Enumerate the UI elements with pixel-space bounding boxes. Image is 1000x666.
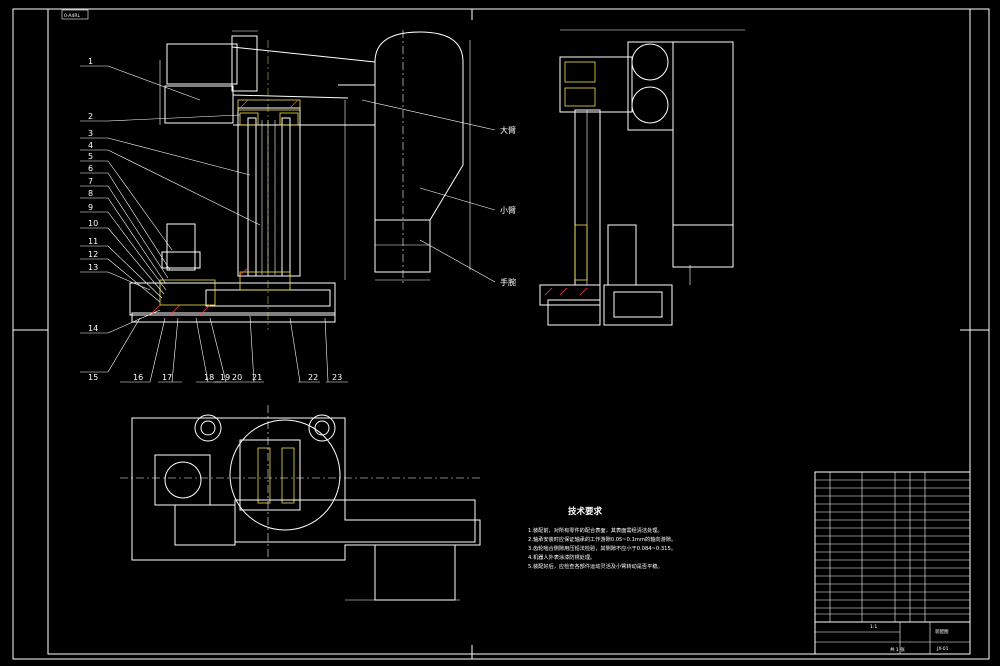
svg-text:15: 15 <box>88 373 98 382</box>
svg-text:21: 21 <box>252 373 262 382</box>
drawing-sheet: 共 1 张 <box>890 646 905 653</box>
outer-frame <box>12 8 990 660</box>
front-view <box>129 30 376 330</box>
svg-text:10: 10 <box>88 219 98 228</box>
svg-text:8: 8 <box>88 189 93 198</box>
title-block: 装配图 1:1 共 1 张 JX-01 <box>814 471 971 655</box>
svg-text:6: 6 <box>88 164 93 173</box>
svg-text:20: 20 <box>232 373 242 382</box>
label-small-arm: 小臂 <box>500 205 516 215</box>
svg-text:1: 1 <box>88 57 93 66</box>
svg-text:18: 18 <box>204 373 214 382</box>
svg-text:12: 12 <box>88 250 98 259</box>
drawing-code: JX-01 <box>936 646 949 652</box>
tech-req-item-2: 2.轴承安装时应保证轴承的工作游隙0.05~0.1mm的轴向游隙。 <box>528 535 676 543</box>
svg-text:2: 2 <box>88 112 93 121</box>
label-wrist: 手腕 <box>500 277 516 287</box>
svg-text:19: 19 <box>220 373 230 382</box>
stamp-text: 0-A4RL <box>64 13 80 19</box>
svg-text:22: 22 <box>308 373 318 382</box>
svg-text:23: 23 <box>332 373 342 382</box>
tech-req-item-4: 4.机器人外表涂漆防锈处理。 <box>528 553 595 561</box>
svg-text:14: 14 <box>88 324 98 333</box>
inner-frame <box>47 8 971 655</box>
drawing-stamp: 0-A4RL <box>61 9 89 20</box>
side-view <box>539 29 745 326</box>
arm-view: 大臂 小臂 手腕 <box>361 30 516 287</box>
svg-text:17: 17 <box>162 373 172 382</box>
svg-text:5: 5 <box>88 152 93 161</box>
label-big-arm: 大臂 <box>500 125 516 135</box>
svg-text:4: 4 <box>88 141 93 150</box>
svg-text:3: 3 <box>88 129 93 138</box>
tech-req-title: 技术要求 <box>568 506 603 517</box>
svg-text:13: 13 <box>88 263 98 272</box>
svg-text:7: 7 <box>88 177 93 186</box>
tech-req-item-3: 3.齿轮啮合侧隙用压铅法检验，其侧隙不应小于0.084~0.315。 <box>528 544 676 552</box>
tech-req-item-1: 1.装配前，对所有零件的配合表面，其表面需经清洁处理。 <box>528 526 663 534</box>
svg-text:9: 9 <box>88 203 93 212</box>
plan-view <box>120 405 481 601</box>
drawing-name: 装配图 <box>935 628 949 635</box>
tech-req-item-5: 5.装配好后，应检查各部件运动灵活及小臂转动是否平稳。 <box>528 562 663 570</box>
svg-text:16: 16 <box>133 373 143 382</box>
technical-requirements: 技术要求 1.装配前，对所有零件的配合表面，其表面需经清洁处理。 2.轴承安装时… <box>528 506 676 570</box>
part-leaders <box>80 65 348 383</box>
drawing-scale: 1:1 <box>870 624 877 630</box>
part-numbers: 1 2 3 4 5 6 7 8 9 10 11 12 13 14 15 16 1… <box>88 57 342 382</box>
svg-text:11: 11 <box>88 237 98 246</box>
